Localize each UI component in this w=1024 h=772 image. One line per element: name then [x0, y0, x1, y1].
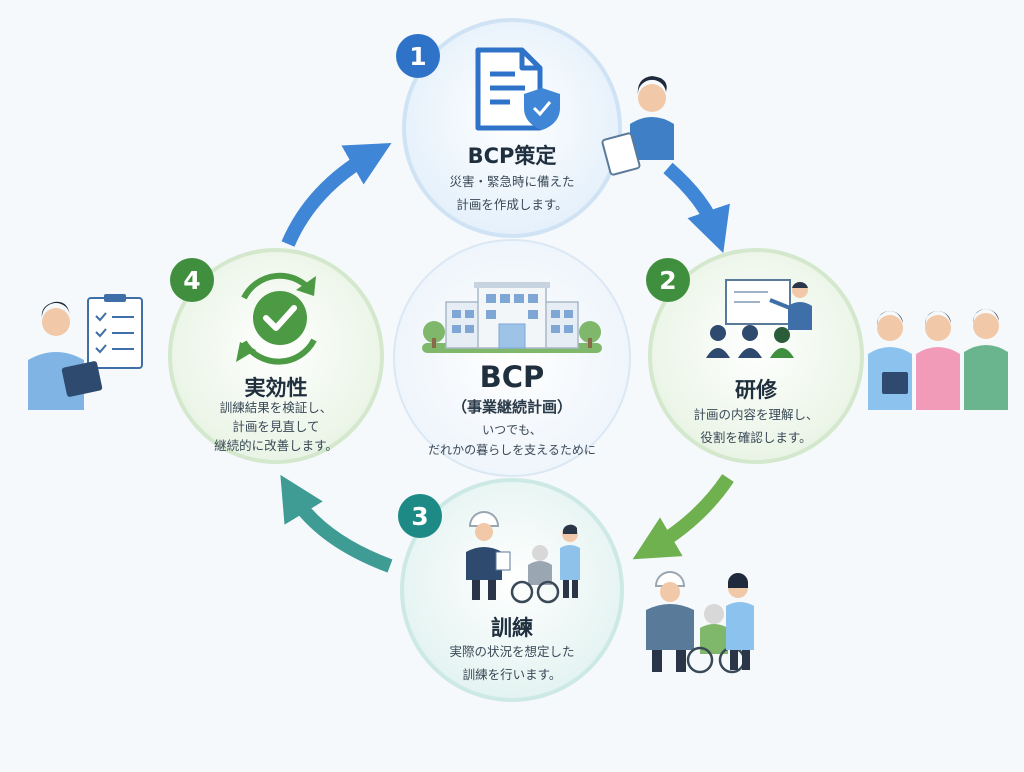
stage-2-desc-line: 計画の内容を理解し、	[693, 407, 819, 422]
stage-1-number: 1	[409, 42, 426, 71]
stage-3-desc-line: 訓練を行います。	[462, 667, 562, 682]
stage-4-badge	[170, 258, 214, 302]
staff-group-illustration	[868, 308, 1008, 410]
nurse-with-checklist-illustration	[28, 294, 143, 410]
stage-2-title: 研修	[735, 378, 777, 402]
stage-3-badge	[398, 494, 442, 538]
document-shield-icon	[475, 47, 560, 131]
center-desc-line: だれかの暮らしを支えるために	[428, 443, 596, 457]
stage-4-description: 訓練結果を検証し、 計画を見直して 継続的に改善します。	[176, 398, 376, 455]
stage-1-title: BCP策定	[467, 144, 557, 168]
presentation-icon	[706, 279, 812, 358]
stage-3-number: 3	[411, 502, 428, 531]
arrow-4-to-1	[281, 142, 392, 247]
center-subtitle: （事業継続計画）	[451, 398, 572, 416]
stage-2-number: 2	[659, 266, 676, 295]
stage-3-desc-line: 実際の状況を想定した	[449, 644, 575, 659]
stage-3-description: 実際の状況を想定した 訓練を行います。	[412, 640, 612, 686]
drill-people-icon	[466, 511, 580, 604]
stage-3-title: 訓練	[491, 616, 533, 640]
arrow-1-to-2	[663, 162, 730, 254]
stage-2-description: 計画の内容を理解し、 役割を確認します。	[656, 403, 856, 449]
refresh-check-icon	[236, 272, 317, 365]
stage-4-desc-line: 継続的に改善します。	[214, 438, 338, 453]
center-desc-line: いつでも、	[482, 423, 542, 437]
center-circle	[393, 239, 631, 477]
arrow-3-to-4	[280, 474, 393, 573]
stage-4-circle	[168, 248, 384, 464]
stage-4-desc-line: 計画を見直して	[232, 419, 320, 434]
stage-1-desc-line: 計画を作成します。	[456, 197, 568, 212]
nurse-with-tablet-illustration	[601, 76, 674, 176]
arrow-2-to-3	[632, 474, 734, 560]
center-description: いつでも、 だれかの暮らしを支えるために	[402, 420, 622, 460]
center-title: BCP	[479, 360, 545, 394]
stage-4-desc-line: 訓練結果を検証し、	[219, 400, 333, 415]
stage-1-badge	[396, 34, 440, 78]
stage-1-desc-line: 災害・緊急時に備えた	[449, 174, 575, 189]
stage-1-description: 災害・緊急時に備えた 計画を作成します。	[412, 170, 612, 216]
wheelchair-care-illustration	[646, 571, 754, 674]
building-icon	[422, 282, 602, 353]
stage-2-desc-line: 役割を確認します。	[700, 430, 812, 445]
stage-2-badge	[646, 258, 690, 302]
stage-4-title: 実効性	[244, 376, 308, 400]
stage-4-number: 4	[183, 266, 200, 295]
